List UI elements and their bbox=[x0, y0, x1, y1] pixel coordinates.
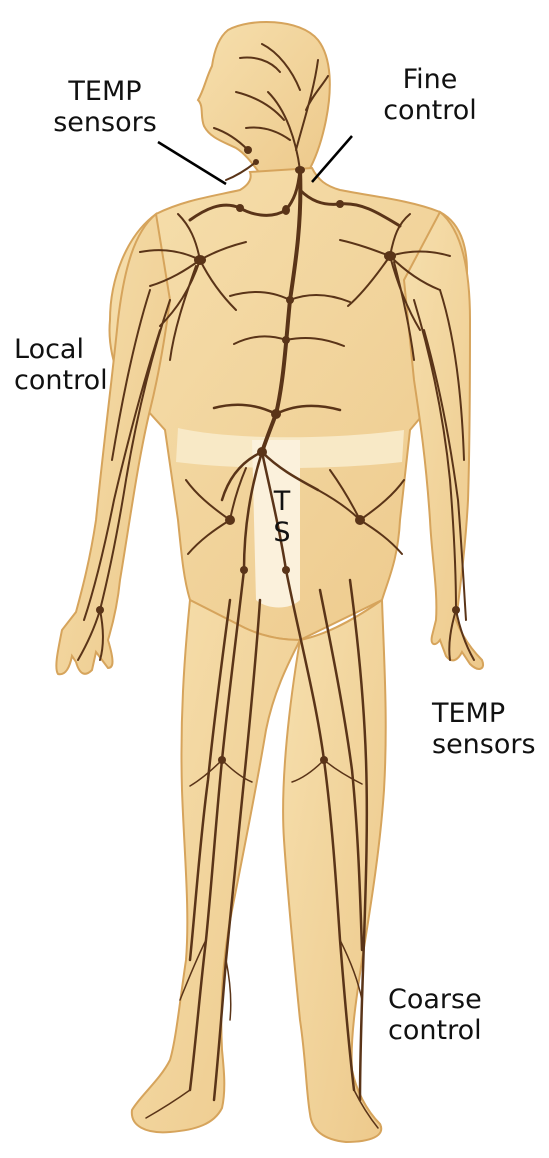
right-arm bbox=[404, 212, 483, 669]
coarse-control-label: Coarse control bbox=[388, 984, 482, 1046]
left-arm bbox=[56, 214, 170, 674]
fine-control-line1: Fine bbox=[374, 64, 486, 95]
fine-control-label: Fine control bbox=[374, 64, 486, 126]
coarse-control-line1: Coarse bbox=[388, 984, 482, 1015]
temp-sensors-leg-label: TEMP sensors bbox=[432, 698, 536, 760]
local-control-label: Local control bbox=[14, 334, 108, 396]
temp-sensors-head-line2: sensors bbox=[46, 107, 164, 138]
temp-sensors-leg-line2: sensors bbox=[432, 729, 536, 760]
ts-label: T S bbox=[262, 486, 302, 548]
coarse-control-line2: control bbox=[388, 1015, 482, 1046]
temp-sensors-head-label: TEMP sensors bbox=[46, 76, 164, 138]
temp-sensors-leg-line1: TEMP bbox=[432, 698, 536, 729]
temp-sensors-head-leader bbox=[158, 142, 226, 184]
temp-sensors-head-line1: TEMP bbox=[46, 76, 164, 107]
local-control-line2: control bbox=[14, 365, 108, 396]
left-leg bbox=[132, 600, 300, 1132]
fine-control-line2: control bbox=[374, 95, 486, 126]
ts-line2: S bbox=[262, 517, 302, 548]
local-control-line1: Local bbox=[14, 334, 108, 365]
ts-line1: T bbox=[262, 486, 302, 517]
